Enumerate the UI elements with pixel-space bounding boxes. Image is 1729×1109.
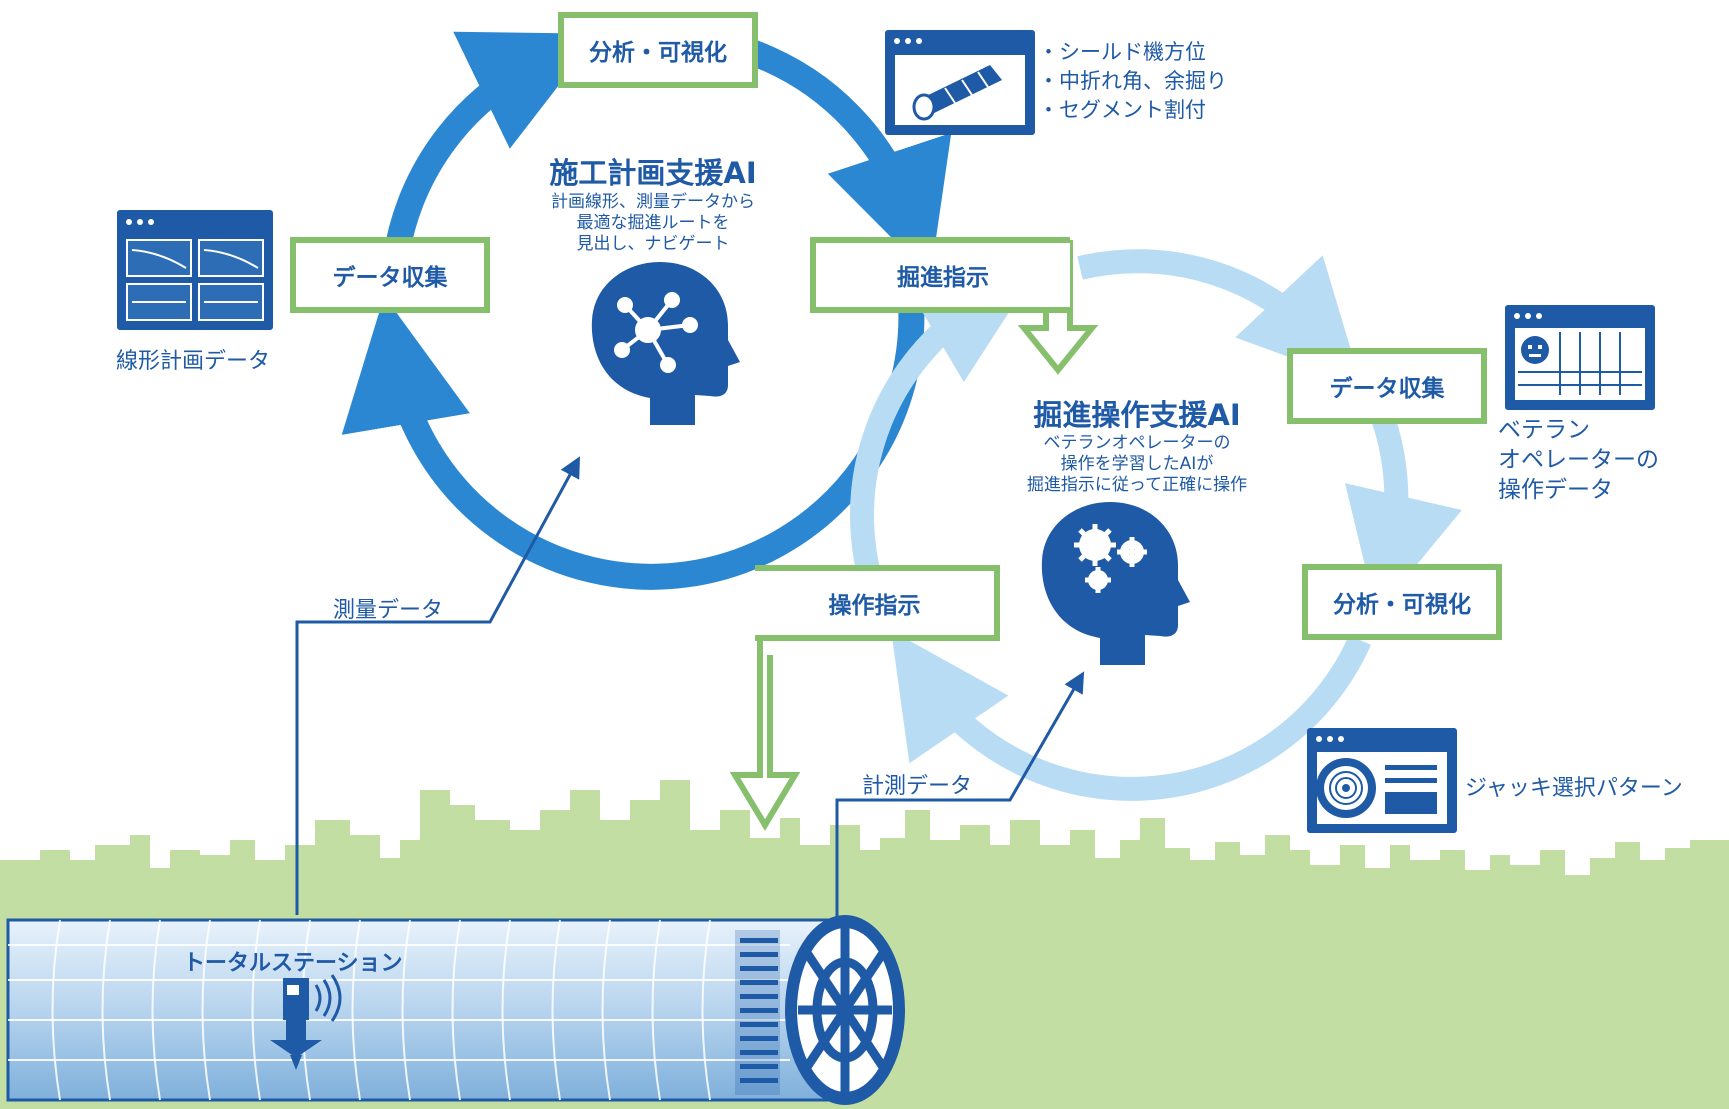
cycle1-desc-line: 見出し、ナビゲート: [576, 234, 730, 254]
excavation-instruction-box: 掘進指示: [810, 237, 1070, 313]
cycle2-title: 掘進操作支援AI: [1033, 398, 1241, 432]
shield-tunnel-icon: [6, 915, 905, 1105]
operation-instruction-label: 操作指示: [828, 593, 921, 619]
cycle2-desc-line: 操作を学習したAIが: [1060, 454, 1214, 474]
head-network-icon: [591, 262, 740, 425]
shield-bullet-item: ・セグメント割付: [1038, 98, 1206, 122]
total-station-icon: [270, 974, 342, 1070]
cycle2-data-collection-label: データ収集: [1329, 376, 1445, 402]
cycle2-analysis-box: 分析・可視化: [1302, 564, 1502, 640]
veteran-operator-data-label: ベテラン オペレーターの 操作データ: [1498, 415, 1659, 505]
survey-data-line: [295, 456, 581, 915]
jack-pattern-window-icon: [1307, 728, 1457, 833]
chart-window-icon: [117, 210, 273, 330]
cycle2-desc-line: 掘進指示に従って正確に操作: [1026, 475, 1248, 495]
operator-table-window-icon: [1505, 305, 1655, 410]
veteran-label-line: 操作データ: [1498, 477, 1613, 503]
cycle1-desc-line: 計画線形、測量データから: [551, 192, 755, 212]
cycle1-description: 計画線形、測量データから 最適な掘進ルートを 見出し、ナビゲート: [533, 192, 773, 255]
cycle1-title: 施工計画支援AI: [549, 156, 757, 190]
cycle2-description: ベテランオペレーターの 操作を学習したAIが 掘進指示に従って正確に操作: [1012, 433, 1262, 496]
shield-bullet-item: ・シールド機方位: [1038, 40, 1206, 64]
veteran-label-line: オペレーターの: [1498, 447, 1659, 473]
veteran-label-line: ベテラン: [1498, 417, 1590, 443]
shield-bullet-item: ・中折れ角、余掘り: [1038, 69, 1227, 93]
cycle1-data-collection-label: データ収集: [332, 265, 448, 291]
measure-data-line: [835, 671, 1085, 920]
cycle1-data-collection-box: データ収集: [290, 237, 490, 313]
jack-pattern-label: ジャッキ選択パターン: [1465, 776, 1683, 801]
measure-data-label: 計測データ: [862, 774, 973, 799]
survey-data-label: 測量データ: [333, 598, 444, 623]
cycle2-analysis-label: 分析・可視化: [1333, 592, 1471, 618]
head-gears-icon: [1041, 502, 1190, 665]
operation-instruction-box: 操作指示: [755, 565, 1000, 641]
linear-plan-data-label: 線形計画データ: [116, 349, 271, 374]
cycle1-analysis-label: 分析・可視化: [589, 40, 727, 66]
cycle2-data-collection-box: データ収集: [1287, 348, 1487, 424]
cycle1-analysis-box: 分析・可視化: [558, 12, 758, 88]
operation-instruction-arrow: [729, 640, 801, 831]
cycle1-desc-line: 最適な掘進ルートを: [576, 213, 730, 233]
shield-window-icon: [885, 30, 1035, 135]
shield-bullet-list: ・シールド機方位 ・中折れ角、余掘り ・セグメント割付: [1038, 38, 1227, 125]
excavation-instruction-label: 掘進指示: [897, 265, 989, 291]
total-station-label: トータルステーション: [183, 951, 403, 976]
cycle2-desc-line: ベテランオペレーターの: [1043, 433, 1231, 453]
